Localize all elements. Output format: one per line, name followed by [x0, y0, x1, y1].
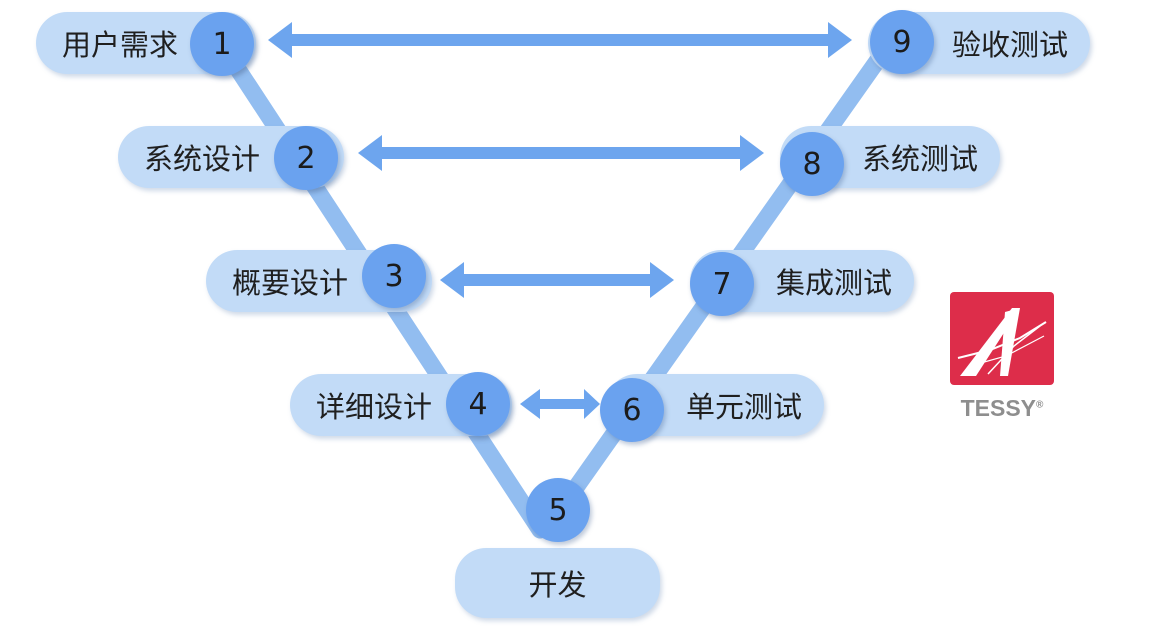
node-4: 4	[446, 372, 510, 436]
arrow-3-7	[440, 262, 674, 298]
stage-label: 集成测试	[775, 266, 892, 300]
node-6: 6	[600, 378, 664, 442]
stage-label: 系统设计	[144, 142, 261, 176]
stage-label: 概要设计	[232, 266, 349, 300]
stage-development: 开发	[455, 548, 660, 618]
stage-label: 开发	[528, 568, 587, 602]
node-1: 1	[190, 12, 254, 76]
arrow-2-8	[358, 135, 764, 171]
tessy-logo: TESSY®	[950, 292, 1054, 430]
stage-label: 用户需求	[62, 28, 179, 62]
stage-label: 详细设计	[316, 390, 433, 424]
node-8: 8	[780, 132, 844, 196]
stage-label: 验收测试	[951, 28, 1068, 62]
tessy-logo-text: TESSY®	[960, 395, 1044, 421]
tessy-logo-mark	[950, 292, 1054, 385]
stage-label: 单元测试	[685, 390, 802, 424]
node-2: 2	[274, 126, 338, 190]
node-9: 9	[870, 10, 934, 74]
arrow-1-9	[268, 22, 852, 58]
arrow-4-6	[520, 389, 600, 419]
node-5: 5	[526, 478, 590, 542]
stage-label: 系统测试	[861, 142, 978, 176]
node-3: 3	[362, 244, 426, 308]
node-7: 7	[690, 252, 754, 316]
